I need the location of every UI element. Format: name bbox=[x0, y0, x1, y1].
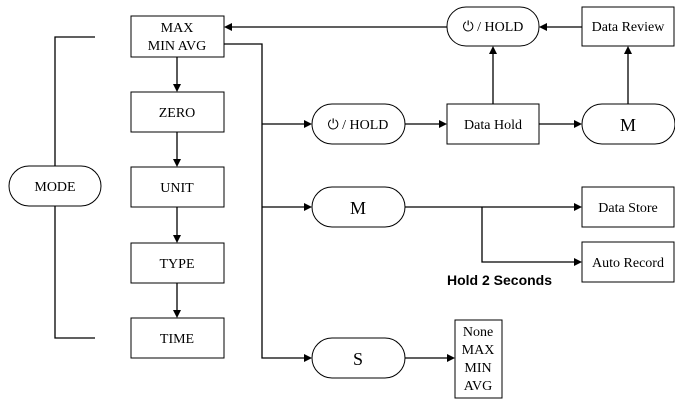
mode-bracket bbox=[54, 36, 95, 339]
store-m-button[interactable]: M bbox=[311, 186, 406, 228]
mode-label: MODE bbox=[34, 180, 75, 195]
max-min-avg-line2: MIN AVG bbox=[148, 39, 206, 54]
top-power-hold-label: ⏻ / HOLD bbox=[463, 19, 524, 35]
top-power-hold-button[interactable]: ⏻ / HOLD bbox=[446, 6, 540, 47]
data-store-label: Data Store bbox=[598, 201, 657, 216]
max-min-avg-box: MAX MIN AVG bbox=[130, 15, 225, 58]
zero-box: ZERO bbox=[130, 91, 225, 133]
mode-pill: MODE bbox=[8, 165, 102, 207]
branch-m bbox=[262, 203, 312, 211]
unit-label: UNIT bbox=[160, 181, 194, 196]
s-option-item: None bbox=[463, 325, 493, 340]
arrow-hold-to-maxminavg bbox=[224, 23, 447, 31]
unit-box: UNIT bbox=[130, 166, 225, 208]
arrow-to-data-store bbox=[405, 203, 582, 211]
zero-label: ZERO bbox=[159, 106, 196, 121]
arrow-to-s-options bbox=[405, 354, 455, 362]
type-box: TYPE bbox=[130, 242, 225, 284]
arrow-review-to-hold bbox=[539, 23, 582, 31]
s-options-box: None MAX MIN AVG bbox=[454, 319, 503, 399]
s-option-item: MIN bbox=[464, 361, 491, 376]
time-box: TIME bbox=[130, 317, 225, 359]
auto-record-box: Auto Record bbox=[581, 241, 675, 283]
data-review-box: Data Review bbox=[581, 6, 675, 47]
power-hold-label: ⏻ / HOLD bbox=[328, 117, 389, 133]
main-trunk bbox=[224, 43, 312, 362]
s-label: S bbox=[353, 349, 363, 369]
arrow-to-data-hold bbox=[405, 120, 447, 128]
hold-2-seconds-note: Hold 2 Seconds bbox=[447, 272, 552, 288]
max-min-avg-line1: MAX bbox=[161, 21, 194, 36]
s-option-item: AVG bbox=[464, 379, 493, 394]
type-label: TYPE bbox=[160, 257, 195, 272]
arrow-to-data-review bbox=[624, 46, 632, 104]
store-m-label: M bbox=[350, 198, 366, 218]
arrow-to-hold-m bbox=[539, 120, 582, 128]
time-label: TIME bbox=[160, 332, 194, 347]
data-hold-box: Data Hold bbox=[446, 103, 540, 145]
data-review-label: Data Review bbox=[592, 20, 666, 35]
left-column-arrows bbox=[173, 57, 181, 318]
data-store-box: Data Store bbox=[581, 186, 675, 228]
data-hold-label: Data Hold bbox=[464, 118, 522, 133]
s-button[interactable]: S bbox=[311, 337, 406, 379]
branch-power-hold bbox=[262, 120, 312, 128]
power-hold-button[interactable]: ⏻ / HOLD bbox=[311, 103, 406, 145]
arrow-to-auto-record bbox=[481, 207, 582, 266]
hold-m-button[interactable]: M bbox=[581, 103, 675, 145]
hold-m-label: M bbox=[620, 115, 636, 135]
s-option-item: MAX bbox=[462, 343, 495, 358]
auto-record-label: Auto Record bbox=[592, 256, 664, 271]
arrow-to-top-power-hold bbox=[489, 46, 497, 104]
